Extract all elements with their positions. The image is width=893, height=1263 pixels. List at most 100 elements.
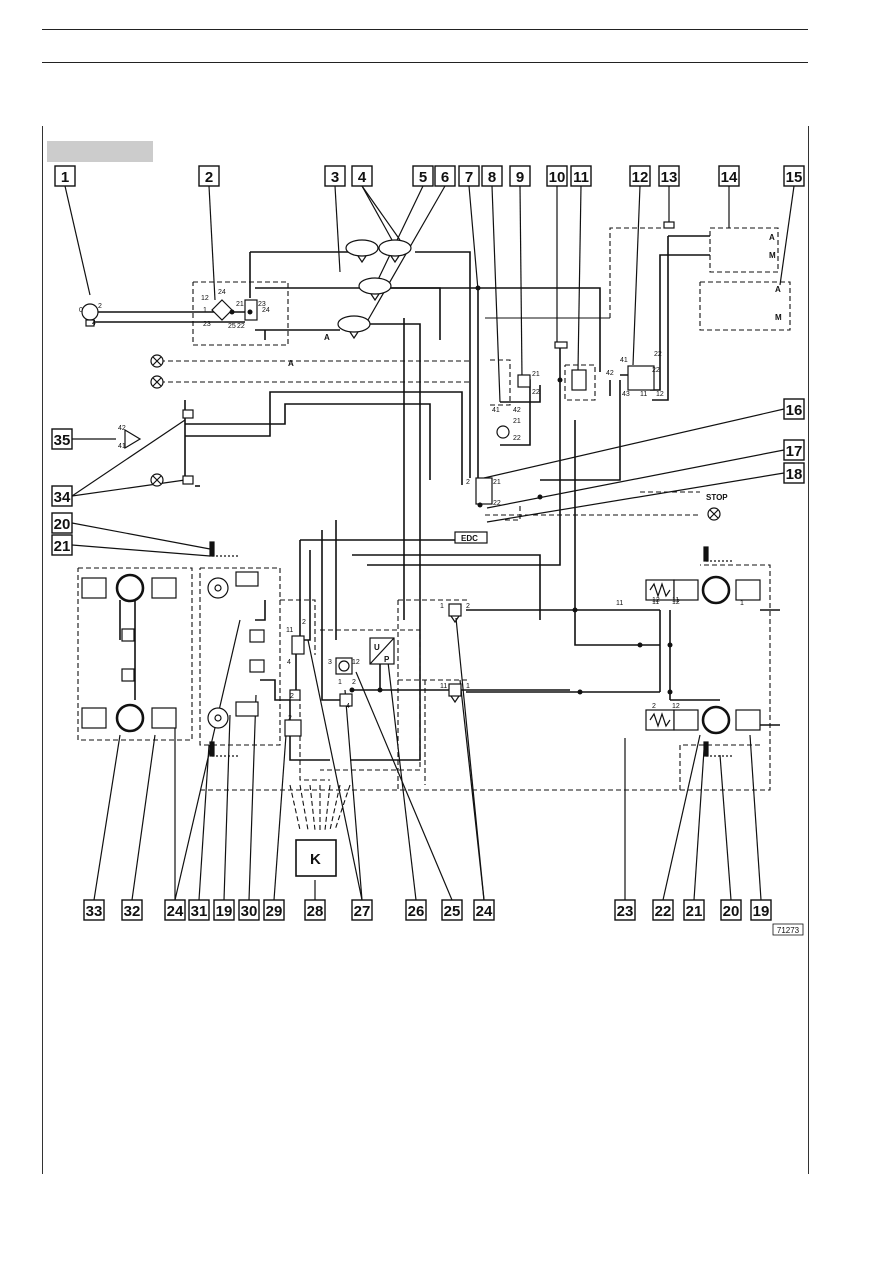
callout-6: 6 [434,165,456,187]
port-label: 22 [513,435,521,442]
callout-number: 19 [753,903,770,920]
pipe-line [350,323,421,761]
brake-disc-hub [214,584,222,592]
air-tank [337,315,371,340]
callout-28: 28 [304,899,326,921]
rear-abs-valve [121,628,135,642]
port-label: 21 [236,301,244,308]
pipe-line [255,600,266,621]
front-chamber [235,571,259,587]
dashed-line [324,784,331,831]
front-chamber [235,701,259,717]
port-label: 41 [492,407,500,414]
port-label: 12 [672,703,680,710]
dashed-line [609,227,668,318]
port-label: 1 [338,679,342,686]
diagram-label: A [324,333,330,342]
diagram-label: EDC [461,534,478,543]
callout-number: 26 [408,903,425,920]
port-label: 4 [287,659,291,666]
rear-abs-valve [121,668,135,682]
port-label: 23 [203,321,211,328]
junction-dot [377,687,383,693]
coupling-switch [663,221,675,229]
diagram-label: K [310,851,321,868]
leader-line [71,522,211,550]
callout-11: 11 [570,165,592,187]
leader-line [307,639,363,901]
abs-sensor-tip [450,615,460,624]
diagram-label: P [384,655,390,664]
modulator-valve-round [338,660,350,672]
figure-ref-box [772,923,804,936]
callout-number: 28 [307,903,324,920]
load-valve-top [289,689,301,701]
dashed-line [699,281,791,331]
abs-ecu [295,839,337,877]
leader-line [519,185,523,379]
spring-icon [649,582,671,598]
callout-box [614,899,636,921]
port-label: 41 [118,443,126,450]
pipe-line [362,287,441,340]
port-label: 12 [652,597,660,604]
callout-number: 8 [488,169,496,186]
callout-number: 30 [241,903,258,920]
trailer-wheel-ring [701,705,731,735]
callout-box [164,899,186,921]
compressor-icon [81,303,99,321]
dryer-valve [211,299,233,321]
rear-chamber [81,577,107,599]
brake-disc-hub [214,714,222,722]
pipe-line [652,236,669,401]
callout-number: 4 [358,169,367,186]
callout-14: 14 [718,165,740,187]
pipe-line [321,530,344,701]
callout-24: 24 [164,899,186,921]
callout-4: 4 [351,165,373,187]
port-label: 11 [286,627,293,634]
callout-box [405,899,427,921]
diagram-label: M [769,251,776,260]
port-label: 2 [466,603,470,610]
callout-box [263,899,285,921]
leader-line [64,185,91,296]
callout-box [658,165,680,187]
callout-22: 22 [652,899,674,921]
callout-box [509,165,531,187]
callout-number: 22 [655,903,672,920]
rear-chamber [151,577,177,599]
abs-valve [249,629,265,643]
compressor-base [85,319,95,327]
port-label: 2 [652,703,656,710]
junction-dot [229,309,235,315]
callout-box [121,899,143,921]
port-label: 22 [654,351,662,358]
header-rule-bottom [42,62,808,63]
leader-line [361,185,393,241]
service-chamber [735,579,761,601]
port-label: 2 [466,479,470,486]
diagram-label: A [769,233,775,242]
callout-33: 33 [83,899,105,921]
service-chamber [735,709,761,731]
callout-3: 3 [324,165,346,187]
callout-number: 33 [86,903,103,920]
junction-dot [475,285,481,291]
callout-box [473,899,495,921]
port-label: 1 [740,600,744,607]
abs-sensor-tip [450,695,460,704]
callout-20: 20 [51,512,73,534]
diagram-label: STOP [706,493,728,502]
callout-number: 10 [549,169,566,186]
callout-number: 34 [54,489,71,506]
callout-box [434,165,456,187]
dashed-line [564,364,596,401]
junction-dot [667,642,673,648]
leader-line [334,185,341,273]
callout-box [54,165,76,187]
leader-line [486,449,785,509]
dashed-line [329,784,341,831]
junction-dot [572,607,578,613]
